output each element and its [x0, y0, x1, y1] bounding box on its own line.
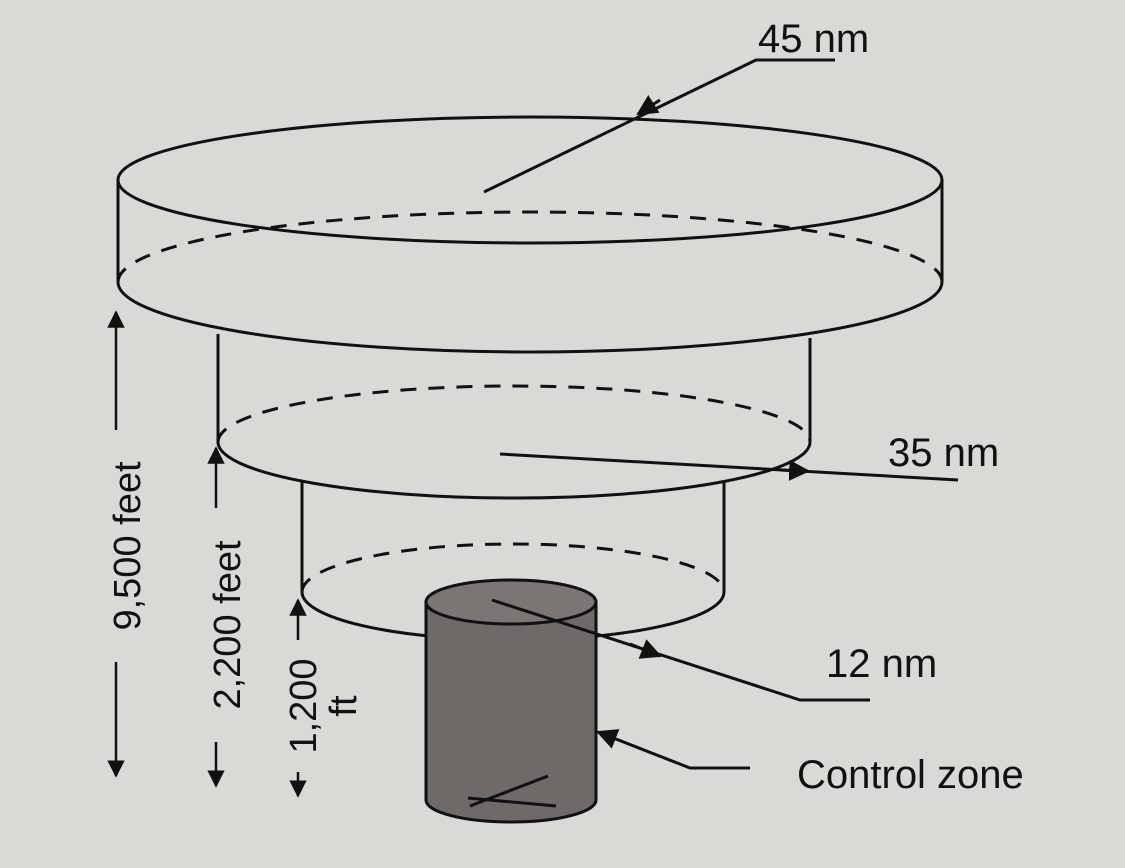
inner-tier-bottom-back: [300, 542, 726, 593]
outer-tier-cylinder: [116, 115, 944, 354]
middle-radius-label: 35 nm: [888, 431, 999, 475]
inner-radius-label: 12 nm: [826, 642, 937, 686]
middle-tier-bottom-back: [216, 384, 812, 443]
inner-height-value-label: 1,200: [283, 658, 325, 753]
outer-height-label: 9,500 feet: [107, 461, 149, 630]
control-zone-label: Control zone: [797, 753, 1024, 797]
outer-tier-bottom-back: [116, 210, 944, 283]
inner-radius-arrowhead: [629, 639, 662, 659]
outer-radius-label: 45 nm: [758, 17, 869, 61]
control-zone-cylinder: [424, 578, 598, 824]
inner-radius-leader: [491, 598, 870, 702]
control-zone-leader: [596, 729, 750, 770]
inner-height-unit-label: ft: [323, 695, 365, 717]
control-zone-crossmark: [467, 774, 557, 808]
outer-radius-leader: [483, 58, 835, 194]
middle-radius-leader: [499, 452, 959, 482]
outer-radius-arrowhead: [636, 94, 661, 116]
outer-tier-bottom-front: [116, 281, 944, 354]
middle-radius-arrowhead: [779, 459, 811, 481]
middle-height-label: 2,200 feet: [207, 540, 249, 709]
